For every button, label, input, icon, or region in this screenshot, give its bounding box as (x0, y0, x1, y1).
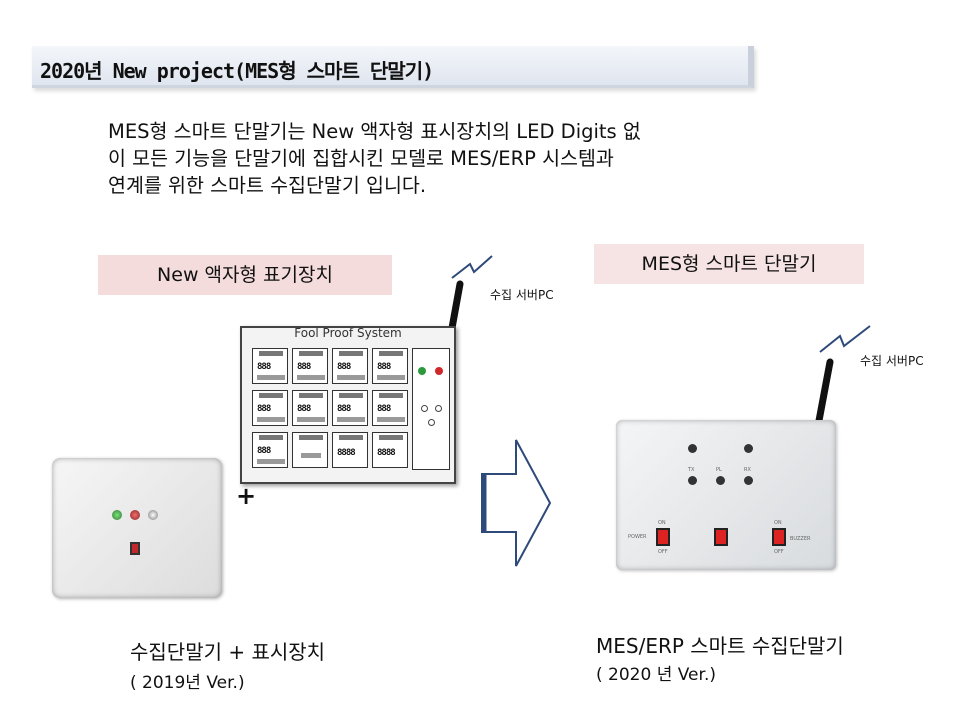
panel-cell: 888 (372, 348, 408, 384)
tx-label: TX (688, 467, 695, 473)
panel-cell (292, 432, 328, 468)
description-line: MES형 스마트 단말기는 New 액자형 표시장치의 LED Digits 없 (108, 120, 641, 143)
panel-cell: 8888 (372, 432, 408, 468)
title-bar: 2020년 New project(MES형 스마트 단말기) (32, 46, 754, 88)
description-line: 연계를 위한 스마트 수집단말기 입니다. (108, 174, 427, 197)
panel-cell: 888 (372, 390, 408, 426)
device-led (744, 444, 753, 453)
buzzer-label: BUZZER (790, 536, 811, 542)
description: MES형 스마트 단말기는 New 액자형 표시장치의 LED Digits 없… (108, 118, 808, 199)
arrow-shape (481, 439, 552, 567)
right-caption: MES/ERP 스마트 수집단말기 (596, 634, 844, 658)
left-label: New 액자형 표기장치 (98, 255, 392, 295)
panel-cell: 888 (292, 348, 328, 384)
panel-cell: 888 (252, 432, 288, 468)
rx-label: RX (744, 467, 751, 473)
panel-cell: 888 (332, 348, 368, 384)
fool-proof-panel-image: Fool Proof System 888 888 888 888 888 88… (240, 326, 456, 484)
off-label: OFF (774, 549, 784, 555)
panel-led-grey (428, 419, 435, 426)
led-grey (148, 510, 158, 520)
power-label: POWER (628, 534, 647, 540)
panel-cell: 8888 (332, 432, 368, 468)
description-line: 이 모든 기능을 단말기에 집합시킨 모델로 MES/ERP 시스템과 (108, 147, 614, 170)
power-switch (656, 528, 670, 546)
panel-status-column (412, 348, 450, 470)
left-server-label: 수집 서버PC (490, 288, 554, 302)
led-green (112, 510, 122, 520)
page-title: 2020년 New project(MES형 스마트 단말기) (40, 59, 434, 83)
device-led (716, 476, 725, 485)
panel-led-grey (435, 405, 442, 412)
off-label: OFF (658, 549, 668, 555)
mes-terminal-image: TX PL RX POWER BUZZER ON OFF ON OFF (616, 420, 836, 570)
signal-zigzag (451, 255, 493, 279)
mode-switch (714, 528, 728, 546)
transition-arrow-icon (481, 439, 552, 567)
device-led (744, 476, 753, 485)
right-antenna-icon (814, 325, 871, 430)
buzzer-switch (772, 528, 786, 546)
plus-sign: + (236, 482, 257, 510)
panel-led-red (435, 367, 443, 375)
right-server-label: 수집 서버PC (860, 354, 924, 368)
panel-cell: 888 (332, 390, 368, 426)
signal-zigzag (819, 325, 871, 353)
pl-label: PL (716, 467, 722, 473)
on-label: ON (658, 520, 666, 526)
old-terminal-image (52, 458, 222, 598)
device-led (688, 476, 697, 485)
antenna-rod (814, 358, 834, 430)
panel-cell: 888 (252, 390, 288, 426)
right-version: ( 2020 년 Ver.) (596, 665, 716, 685)
on-label: ON (774, 520, 782, 526)
panel-led-green (418, 367, 426, 375)
panel-cell: 888 (292, 390, 328, 426)
left-version: ( 2019년 Ver.) (130, 673, 245, 693)
right-label: MES형 스마트 단말기 (594, 244, 864, 284)
left-caption: 수집단말기 + 표시장치 (130, 640, 326, 664)
panel-led-grey (421, 405, 428, 412)
led-red (130, 510, 140, 520)
device-led (688, 444, 697, 453)
power-switch (130, 542, 140, 555)
panel-cell: 888 (252, 348, 288, 384)
panel-title: Fool Proof System (294, 326, 402, 340)
